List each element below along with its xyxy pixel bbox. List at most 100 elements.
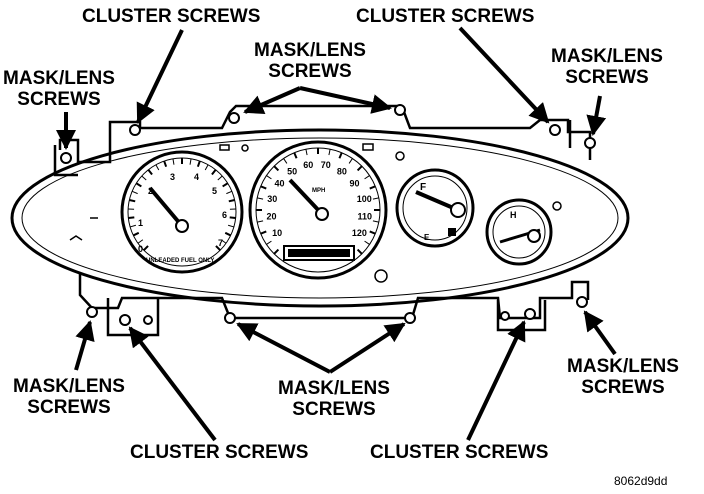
speedometer-tick [369,230,376,235]
cluster-screws-bottom-right-label: CLUSTER SCREWS [370,442,549,463]
speedometer-gauge [248,140,388,280]
tachometer-label-7: 7 [218,238,223,248]
fuel-gauge [395,168,475,248]
speedometer-tick [273,248,280,255]
tachometer-tick [128,216,135,220]
mask-lens-screws-bottom-right-line2: SCREWS [581,377,665,398]
mask-lens-screws-top-left-line1: MASK/LENS [3,68,115,89]
speedometer-tick [372,220,379,223]
speedometer-tick-label: 90 [349,178,359,188]
speedometer-tick-label: 40 [275,178,285,188]
mask-lens-screws-top-center-line1: MASK/LENS [254,40,366,61]
cluster-screws-bottom-left-label: CLUSTER SCREWS [130,442,309,463]
mask-lens-screws-bottom-right-line1: MASK/LENS [567,356,679,377]
tachometer-tick [215,245,221,251]
tachometer-tick [204,164,209,171]
mask-lens-screws-bottom-left-line2: SCREWS [27,397,111,418]
speedometer-tick [372,197,379,200]
fuel-empty-label: E [424,233,430,242]
cluster-lens-oval [10,128,630,308]
cluster-screws-top-right-label: CLUSTER SCREWS [356,6,535,27]
speedometer-tick-label: 70 [321,160,331,170]
mask-lens-screws-top-left-line2: SCREWS [17,89,101,110]
tachometer-tick [172,158,175,165]
tachometer-tick [132,231,140,237]
tachometer-fuel-note: UNLEADED FUEL ONLY [146,258,214,264]
tachometer-tick [229,216,236,220]
speedometer-tick-label: 30 [267,194,277,204]
speedometer-tick-label: 110 [358,212,373,222]
speedometer-tick [369,185,376,190]
tachometer-tick [141,175,147,181]
mask-lens-screws-bottom-right-label: MASK/LENS SCREWS [556,356,690,398]
temperature-hot-label: H [510,210,517,220]
tachometer-tick [189,158,192,165]
speedometer-tick-label: 20 [266,212,276,222]
speedometer-tick-label: 100 [357,194,372,204]
tachometer-label-1: 1 [138,218,143,228]
tachometer-tick-marks [128,158,236,251]
speedometer-tick [328,149,331,156]
leader-arrows [56,26,617,442]
tachometer-tick [163,160,168,168]
mask-lens-screws-bottom-center-line1: MASK/LENS [278,378,390,399]
tachometer-label-4: 4 [194,172,199,182]
warning-indicator-icons [69,143,562,283]
speedometer-tick-label: 60 [303,160,313,170]
mask-lens-screws-bottom-center-line2: SCREWS [292,399,376,420]
tachometer-tick [224,231,232,237]
speedometer-tick [356,165,363,172]
speedometer-tick [364,240,370,245]
tachometer-label-0: 0 [138,244,143,254]
tachometer-label-3: 3 [170,172,175,182]
mask-lens-screws-top-right-line1: MASK/LENS [551,46,663,67]
speedometer-tick [273,165,280,172]
speedometer-tick [257,197,264,200]
tachometer-tick [220,239,227,244]
tachometer-tick [143,245,149,251]
screw-heads [60,104,596,326]
speedometer-tick [293,152,298,159]
speedometer-tick-label: 80 [337,166,347,176]
speedometer-tick [266,240,272,245]
mask-lens-screws-bottom-center-label: MASK/LENS SCREWS [264,378,404,420]
speedometer-tick-label: 50 [287,166,297,176]
fuel-full-label: F [420,182,426,193]
speedometer-tick [305,149,308,156]
speedometer-tick [348,158,353,164]
speedometer-tick [266,175,272,180]
mask-lens-screws-top-left-label: MASK/LENS SCREWS [2,68,116,110]
mask-lens-screws-bottom-left-label: MASK/LENS SCREWS [8,376,130,418]
speedometer-tick-label: 10 [272,228,282,238]
speedometer-tick [356,248,363,255]
cluster-lens-inner [21,137,619,299]
tachometer-tick [129,224,137,228]
temperature-gauge [485,198,553,266]
speedometer-tick [364,175,370,180]
tachometer-tick [227,224,235,228]
tachometer-tick [155,164,160,171]
tachometer-label-5: 5 [212,186,217,196]
mask-lens-screws-bottom-left-line1: MASK/LENS [13,376,125,397]
speedometer-tick [260,185,267,190]
mask-lens-screws-top-center-label: MASK/LENS SCREWS [244,40,376,82]
figure-code: 8062d9dd [614,474,668,488]
tachometer-tick [135,182,142,188]
tachometer-tick [211,169,217,176]
tachometer-tick [137,239,144,244]
tachometer-tick [131,190,138,195]
speedometer-tick [260,230,267,235]
tachometer-tick [147,169,153,176]
speedometer-tick [283,158,288,164]
speedometer-tick-marks [256,148,380,255]
speedometer-tick [338,152,343,159]
speedometer-unit: MPH [312,188,325,194]
tachometer-tick [228,199,235,203]
speedometer-tick [257,220,264,223]
tachometer-label-2: 2 [148,186,153,196]
mask-lens-screws-top-right-line2: SCREWS [565,67,649,88]
mask-lens-screws-top-center-line2: SCREWS [268,61,352,82]
